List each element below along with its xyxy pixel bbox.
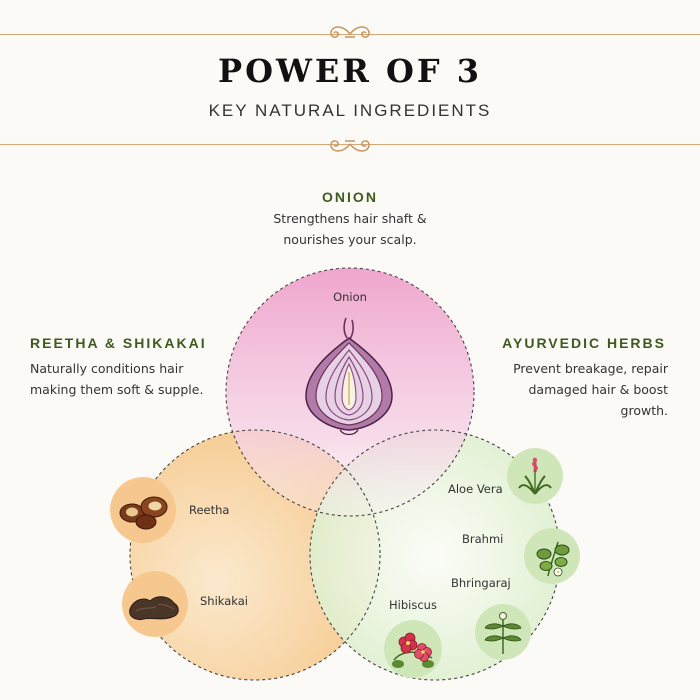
herbs-description: Prevent breakage, repair damaged hair & … bbox=[513, 358, 668, 421]
onion-icon bbox=[305, 317, 393, 436]
bottom-flourish-icon bbox=[330, 140, 370, 152]
bhringaraj-icon bbox=[475, 604, 531, 660]
onion-description: Strengthens hair shaft & nourishes your … bbox=[0, 208, 700, 250]
brahmi-label: Brahmi bbox=[462, 532, 504, 546]
onion-circle-outline bbox=[225, 267, 475, 517]
onion-desc-line: Strengthens hair shaft & bbox=[273, 211, 427, 226]
top-flourish-icon bbox=[330, 26, 370, 38]
page-title: POWER OF 3 bbox=[218, 52, 482, 90]
page-subtitle: KEY NATURAL INGREDIENTS bbox=[208, 101, 492, 120]
reetha-heading: REETHA & SHIKAKAI bbox=[30, 335, 207, 351]
shikakai-icon bbox=[122, 571, 188, 637]
herbs-desc-line: damaged hair & boost bbox=[528, 382, 669, 397]
brahmi-icon bbox=[524, 528, 580, 584]
reetha-circle-outline bbox=[129, 429, 381, 681]
onion-heading: ONION bbox=[322, 189, 378, 205]
herbs-desc-line: growth. bbox=[620, 403, 668, 418]
herbs-heading: AYURVEDIC HERBS bbox=[502, 335, 666, 351]
reetha-desc-line: Naturally conditions hair bbox=[30, 361, 184, 376]
hibiscus-label: Hibiscus bbox=[389, 598, 437, 612]
aloe-vera-label: Aloe Vera bbox=[448, 482, 503, 496]
hibiscus-icon bbox=[384, 620, 442, 678]
top-divider bbox=[0, 34, 700, 35]
aloe-vera-icon bbox=[507, 448, 563, 504]
bhringaraj-label: Bhringaraj bbox=[451, 576, 511, 590]
onion-circle-label: Onion bbox=[333, 290, 367, 304]
onion-desc-line: nourishes your scalp. bbox=[283, 232, 417, 247]
reetha-icon bbox=[110, 477, 176, 543]
reetha-desc-line: making them soft & supple. bbox=[30, 382, 204, 397]
shikakai-label: Shikakai bbox=[200, 594, 248, 608]
herbs-desc-line: Prevent breakage, repair bbox=[513, 361, 668, 376]
reetha-label: Reetha bbox=[189, 503, 230, 517]
reetha-description: Naturally conditions hair making them so… bbox=[30, 358, 203, 400]
